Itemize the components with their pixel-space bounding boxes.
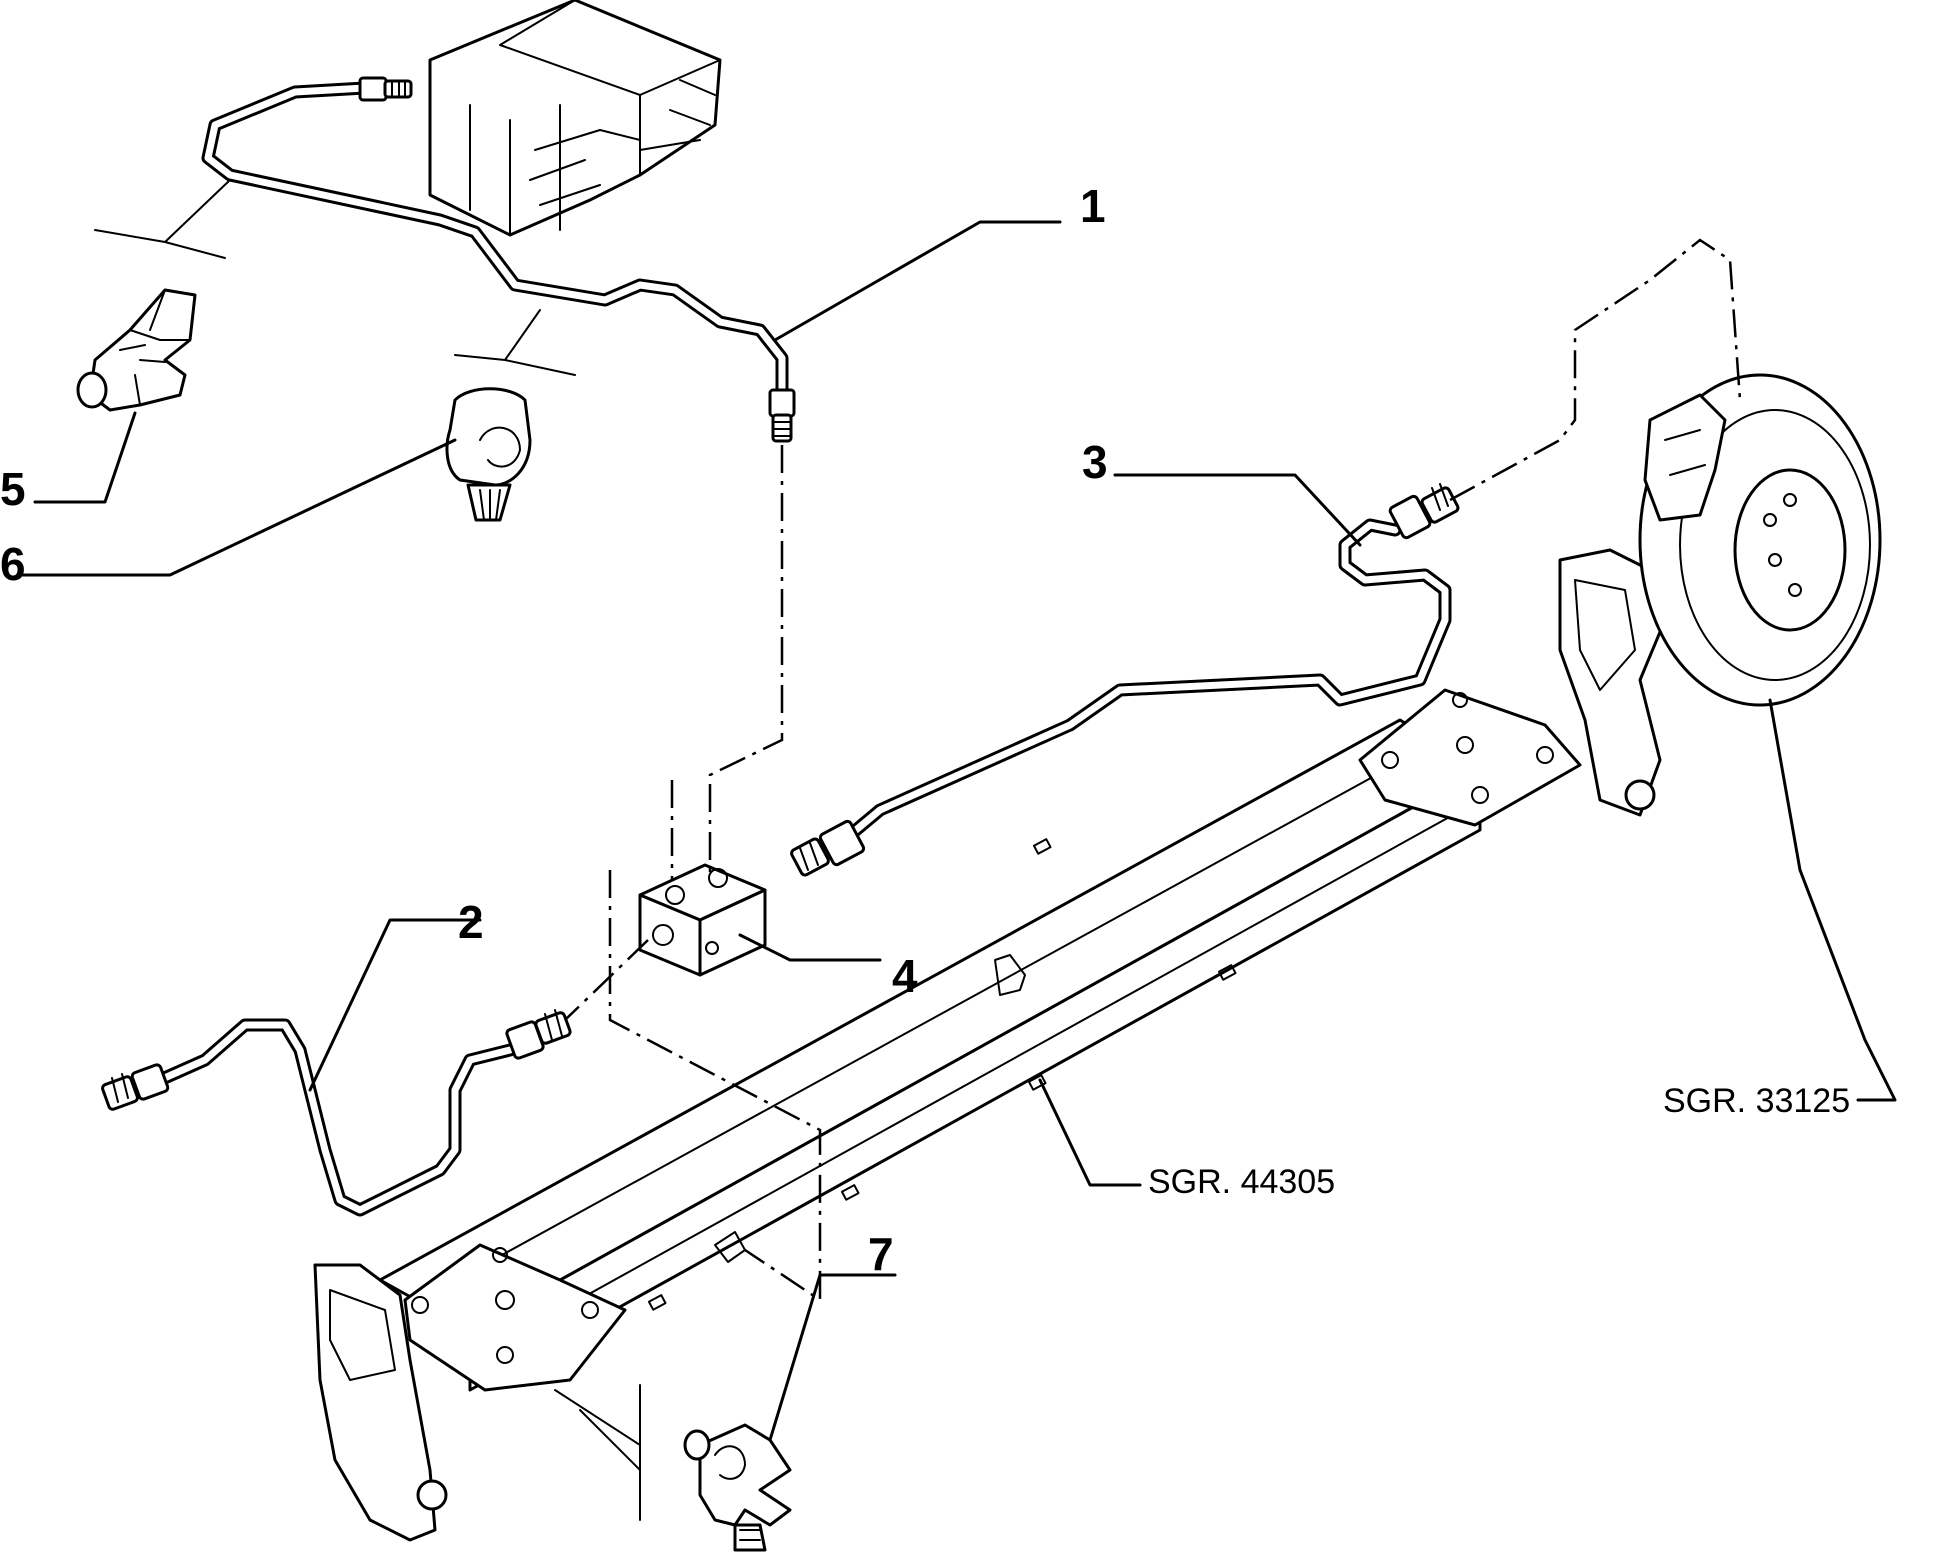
callout-3: 3 (1082, 436, 1108, 488)
brake-pipe-1 (201, 76, 796, 443)
clip-marker-lower (554, 1384, 641, 1521)
callout-4: 4 (892, 950, 918, 1002)
callout-5: 5 (0, 463, 26, 515)
callout-7: 7 (868, 1228, 894, 1280)
callout-1: 1 (1080, 180, 1106, 232)
left-axle-mount (313, 1243, 627, 1542)
clip-6 (445, 387, 532, 522)
right-axle-mount (1358, 548, 1667, 827)
clip-5 (76, 288, 197, 412)
brake-pipe-2 (101, 1009, 572, 1217)
brake-disc (1638, 373, 1882, 707)
clip-marker-upper (94, 179, 576, 376)
callout-2: 2 (458, 896, 484, 948)
connection-lines (564, 238, 1742, 1303)
underbody-bracket (428, 0, 722, 237)
rear-axle-beam (378, 718, 1482, 1392)
distribution-block-4 (638, 863, 767, 977)
reference-axle: SGR. 44305 (1148, 1163, 1335, 1201)
brake-pipe-3 (790, 483, 1460, 877)
callout-6: 6 (0, 538, 26, 590)
clip-7 (683, 1423, 792, 1552)
reference-disc: SGR. 33125 (1663, 1082, 1850, 1120)
leader-lines (16, 220, 1897, 1442)
